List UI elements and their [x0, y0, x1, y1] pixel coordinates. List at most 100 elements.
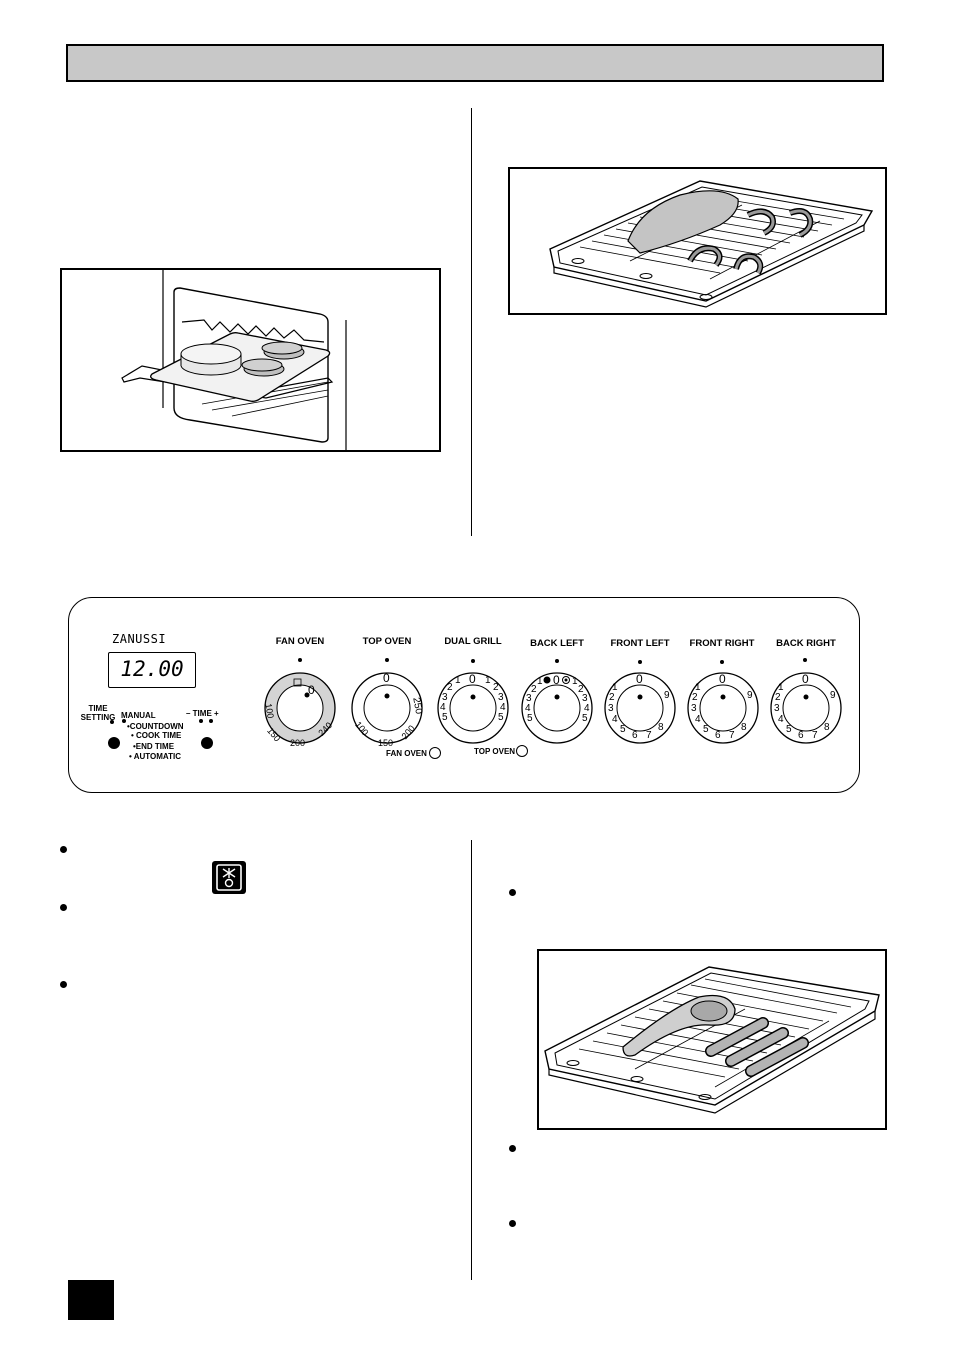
knob-back-right-mark-6: 6 [798, 730, 804, 741]
time-setting-line-1: TIME [88, 704, 108, 713]
knob-front-left-mark-0: 0 [636, 672, 643, 686]
knob-front-left-mark-4: 4 [612, 714, 618, 725]
bullet-point [60, 846, 67, 853]
oven-symbol-icon [212, 861, 246, 894]
knob-front-left-mark-8: 8 [658, 722, 664, 733]
mode-countdown-label: •COUNTDOWN [127, 722, 184, 731]
knob-dual-grill-mark-9: 4 [500, 702, 506, 713]
knob-top-oven[interactable]: 0 250 200 150 100 [351, 671, 424, 748]
knob-label-dual-grill: DUAL GRILL [444, 636, 502, 647]
bullet-point [60, 981, 67, 988]
knob-back-left-mark-7: 2 [578, 684, 584, 695]
time-setting-button[interactable] [108, 737, 120, 749]
knob-back-left-mark-4: 4 [525, 703, 531, 714]
column-divider-bottom [471, 840, 472, 1280]
knob-marker-front-right [720, 660, 724, 664]
knob-back-right-mark-0: 0 [802, 672, 809, 686]
knob-front-left-mark-5: 5 [620, 724, 626, 735]
knob-top-oven-mark-3: 150 [378, 738, 393, 748]
knob-marker-back-left [555, 659, 559, 663]
knob-dual-grill-mark-2: 2 [447, 682, 453, 693]
time-plus-indicator [209, 719, 213, 723]
knob-dual-grill-mark-7: 2 [493, 682, 499, 693]
section-header-bar [66, 44, 884, 82]
fan-oven-lamp-label: FAN OVEN [386, 749, 427, 758]
bullet-point [509, 1145, 516, 1152]
knob-label-front-left: FRONT LEFT [610, 638, 670, 649]
fan-oven-lamp [429, 747, 441, 759]
knob-back-right-mark-7: 7 [812, 730, 818, 741]
knob-top-oven-mark-1: 250 [410, 697, 424, 716]
time-setting-indicator [110, 720, 114, 724]
knob-back-left-mark-0: 0 [553, 673, 560, 687]
knob-marker-front-left [638, 660, 642, 664]
knob-dual-grill-mark-4: 4 [440, 702, 446, 713]
knob-front-right-mark-9: 9 [747, 690, 753, 701]
knob-back-left-mark-8: 3 [582, 693, 588, 704]
knob-front-right-mark-6: 6 [715, 730, 721, 741]
knob-back-left-mark-6: 1 [572, 676, 578, 687]
mode-manual-indicator [122, 719, 126, 723]
knob-dual-grill-mark-3: 3 [442, 692, 448, 703]
knob-marker-fan-oven [298, 658, 302, 662]
bullet-point [60, 904, 67, 911]
knob-label-fan-oven: FAN OVEN [275, 636, 325, 647]
grill-pan-fish-illustration [508, 167, 887, 315]
knob-back-left[interactable]: 0 1 2 3 4 5 1 2 3 4 5 [521, 672, 593, 744]
knob-front-right-mark-2: 2 [692, 692, 698, 703]
knob-label-top-oven: TOP OVEN [362, 636, 412, 647]
knob-label-back-left: BACK LEFT [530, 638, 584, 649]
mode-end-time-label: •END TIME [133, 742, 175, 751]
mode-cook-time-label: • COOK TIME [131, 731, 182, 740]
bullet-point [509, 889, 516, 896]
knob-fan-oven-mark-0: 0 [308, 683, 315, 697]
knob-back-right-mark-9: 9 [830, 690, 836, 701]
brand-logo: ZANUSSI [112, 632, 167, 646]
knob-back-left-mark-2: 2 [531, 684, 537, 695]
knob-front-right-mark-4: 4 [695, 714, 701, 725]
mode-automatic-label: • AUTOMATIC [129, 752, 181, 761]
knob-dual-grill-mark-0: 0 [469, 672, 476, 686]
knob-back-right[interactable]: 0 1 2 3 4 5 6 7 8 9 [770, 672, 842, 744]
knob-front-right[interactable]: 0 1 2 3 4 5 6 7 8 9 [687, 672, 759, 744]
knob-back-right-mark-2: 2 [775, 692, 781, 703]
bullet-point [509, 1220, 516, 1227]
knob-back-right-mark-4: 4 [778, 714, 784, 725]
knob-back-right-mark-3: 3 [774, 703, 780, 714]
knob-fan-oven-mark-2: 200 [290, 738, 305, 748]
knob-dual-grill-mark-6: 1 [485, 675, 491, 686]
column-divider-top [471, 108, 472, 536]
knob-marker-back-right [803, 658, 807, 662]
knob-front-left-mark-1: 1 [612, 682, 618, 693]
knob-dual-grill-mark-8: 3 [498, 692, 504, 703]
knob-front-right-mark-1: 1 [695, 682, 701, 693]
knob-top-oven-mark-0: 0 [383, 671, 390, 685]
knob-back-right-mark-1: 1 [778, 682, 784, 693]
timer-display: 12.00 [108, 652, 196, 688]
mode-manual-label: MANUAL [121, 711, 156, 720]
time-setting-label: TIME SETTING [78, 704, 118, 722]
knob-back-left-mark-3: 3 [526, 693, 532, 704]
knob-front-left-mark-2: 2 [609, 692, 615, 703]
time-minus-indicator [199, 719, 203, 723]
top-oven-lamp [516, 745, 528, 757]
knob-front-right-mark-8: 8 [741, 722, 747, 733]
knob-dual-grill-mark-10: 5 [498, 712, 504, 723]
knob-marker-dual-grill [471, 659, 475, 663]
knob-fan-oven[interactable]: 0 240 200 150 100 [263, 672, 336, 748]
knob-back-right-mark-8: 8 [824, 722, 830, 733]
knob-back-left-mark-9: 4 [584, 703, 590, 714]
knob-front-right-mark-0: 0 [719, 672, 726, 686]
knob-back-left-mark-5: 5 [527, 713, 533, 724]
knob-dual-grill-mark-5: 5 [442, 712, 448, 723]
knob-dual-grill[interactable]: 0 1 2 3 4 5 1 2 3 4 5 [437, 672, 509, 744]
knob-front-left-mark-9: 9 [664, 690, 670, 701]
knob-front-left[interactable]: 0 1 2 3 4 5 6 7 8 9 [604, 672, 676, 744]
knob-label-front-right: FRONT RIGHT [689, 638, 755, 649]
knob-back-left-mark-1: 1 [537, 676, 543, 687]
grill-pan-chop-illustration [537, 949, 887, 1130]
knob-back-left-mark-10: 5 [582, 713, 588, 724]
time-adjust-button[interactable] [201, 737, 213, 749]
time-setting-line-2: SETTING [80, 713, 116, 722]
knob-front-left-mark-6: 6 [632, 730, 638, 741]
